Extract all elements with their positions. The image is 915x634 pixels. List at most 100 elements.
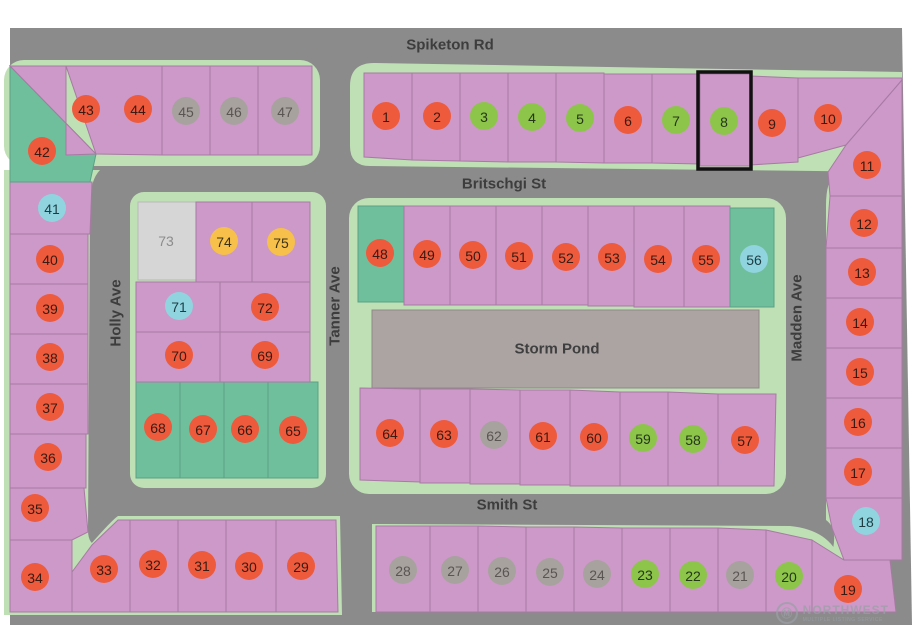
lot-marker-62[interactable]	[480, 421, 508, 449]
lot-marker-72[interactable]	[251, 293, 279, 321]
lot-number-57: 57	[737, 433, 753, 449]
lot-marker-70[interactable]	[165, 341, 193, 369]
lot-number-67: 67	[195, 422, 211, 438]
lot-number-30: 30	[241, 559, 257, 575]
lot-marker-13[interactable]	[848, 258, 876, 286]
lot-marker-71[interactable]	[165, 292, 193, 320]
lot-marker-20[interactable]	[775, 562, 803, 590]
lot-number-47: 47	[277, 104, 293, 120]
lot-marker-49[interactable]	[413, 240, 441, 268]
lot-marker-6[interactable]	[614, 106, 642, 134]
lot-marker-65[interactable]	[279, 416, 307, 444]
lot-marker-25[interactable]	[536, 558, 564, 586]
lot-number-28: 28	[395, 563, 411, 579]
lot-marker-33[interactable]	[90, 555, 118, 583]
lot-number-32: 32	[145, 557, 161, 573]
lot-marker-60[interactable]	[580, 423, 608, 451]
lot-marker-34[interactable]	[21, 563, 49, 591]
lot-marker-35[interactable]	[21, 494, 49, 522]
lot-marker-7[interactable]	[662, 106, 690, 134]
lot-marker-19[interactable]	[834, 575, 862, 603]
lot-marker-26[interactable]	[488, 557, 516, 585]
lot-marker-64[interactable]	[376, 419, 404, 447]
lot-marker-31[interactable]	[188, 551, 216, 579]
lot-marker-61[interactable]	[529, 422, 557, 450]
lot-marker-28[interactable]	[389, 556, 417, 584]
lot-marker-38[interactable]	[36, 343, 64, 371]
lot-marker-41[interactable]	[38, 194, 66, 222]
lot-parcel-43[interactable]	[8, 65, 98, 156]
lot-number-50: 50	[465, 248, 481, 264]
lot-number-72: 72	[257, 300, 273, 316]
lot-number-26: 26	[494, 564, 510, 580]
lot-marker-54[interactable]	[644, 245, 672, 273]
lot-marker-43[interactable]	[72, 95, 100, 123]
lot-marker-27[interactable]	[441, 556, 469, 584]
lot-marker-16[interactable]	[844, 408, 872, 436]
lot-marker-23[interactable]	[631, 560, 659, 588]
lot-marker-47[interactable]	[271, 97, 299, 125]
lot-marker-68[interactable]	[144, 413, 172, 441]
lot-marker-1[interactable]	[372, 102, 400, 130]
lot-marker-46[interactable]	[220, 97, 248, 125]
lot-number-5: 5	[576, 111, 584, 127]
lot-marker-32[interactable]	[139, 550, 167, 578]
lot-marker-40[interactable]	[36, 245, 64, 273]
lot-marker-69[interactable]	[251, 341, 279, 369]
lot-number-52: 52	[558, 250, 574, 266]
lot-marker-59[interactable]	[629, 424, 657, 452]
lot-parcel-11[interactable]	[827, 78, 903, 197]
lot-marker-48[interactable]	[366, 239, 394, 267]
lot-number-10: 10	[820, 111, 836, 127]
lot-marker-17[interactable]	[844, 458, 872, 486]
lot-number-8: 8	[720, 114, 728, 130]
lot-marker-55[interactable]	[692, 245, 720, 273]
lot-marker-42[interactable]	[28, 137, 56, 165]
lot-marker-18[interactable]	[852, 507, 880, 535]
lot-marker-12[interactable]	[850, 209, 878, 237]
lot-marker-24[interactable]	[583, 560, 611, 588]
lot-marker-37[interactable]	[36, 393, 64, 421]
lot-marker-51[interactable]	[505, 242, 533, 270]
lot-marker-50[interactable]	[459, 241, 487, 269]
lot-marker-21[interactable]	[726, 561, 754, 589]
lot-marker-63[interactable]	[430, 420, 458, 448]
lot-number-14: 14	[852, 315, 868, 331]
lot-number-35: 35	[27, 501, 43, 517]
lot-marker-4[interactable]	[518, 103, 546, 131]
lot-marker-3[interactable]	[470, 102, 498, 130]
lot-marker-45[interactable]	[172, 97, 200, 125]
lot-marker-39[interactable]	[36, 294, 64, 322]
lot-marker-10[interactable]	[814, 104, 842, 132]
lot-marker-52[interactable]	[552, 243, 580, 271]
lot-number-60: 60	[586, 430, 602, 446]
lot-number-11: 11	[860, 158, 875, 174]
lot-marker-75[interactable]	[267, 228, 295, 256]
lot-marker-56[interactable]	[740, 245, 768, 273]
lot-marker-5[interactable]	[566, 104, 594, 132]
lot-marker-53[interactable]	[598, 243, 626, 271]
lot-marker-67[interactable]	[189, 415, 217, 443]
selected-lot-highlight	[696, 70, 753, 171]
lot-parcel-35[interactable]	[9, 487, 89, 541]
lot-marker-44[interactable]	[124, 95, 152, 123]
lot-marker-14[interactable]	[846, 308, 874, 336]
lot-marker-22[interactable]	[679, 561, 707, 589]
lot-marker-8[interactable]	[710, 107, 738, 135]
lot-marker-29[interactable]	[287, 552, 315, 580]
lot-marker-15[interactable]	[846, 358, 874, 386]
lot-number-56: 56	[746, 252, 762, 268]
lot-marker-74[interactable]	[210, 227, 238, 255]
lot-number-41: 41	[44, 201, 60, 217]
lot-marker-58[interactable]	[679, 425, 707, 453]
lot-marker-30[interactable]	[235, 552, 263, 580]
lot-marker-2[interactable]	[423, 102, 451, 130]
lot-marker-66[interactable]	[231, 415, 259, 443]
lot-marker-36[interactable]	[34, 443, 62, 471]
lot-number-48: 48	[372, 246, 388, 262]
lot-marker-11[interactable]	[853, 151, 881, 179]
road-label-spiketon: Spiketon Rd	[406, 37, 494, 54]
lot-number-62: 62	[486, 428, 502, 444]
lot-marker-9[interactable]	[758, 109, 786, 137]
lot-marker-57[interactable]	[731, 426, 759, 454]
